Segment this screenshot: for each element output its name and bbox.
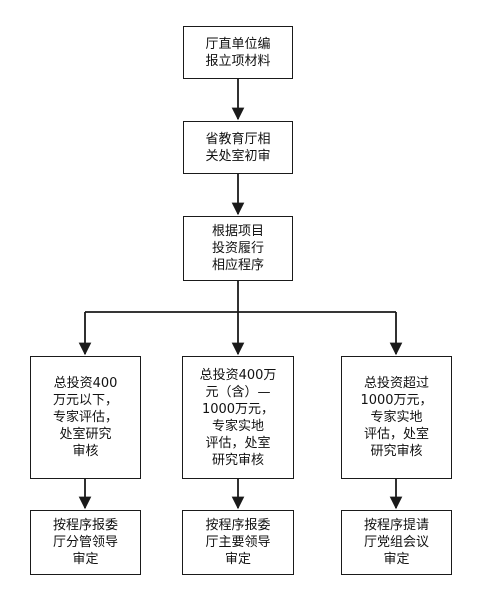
node-result-right: 按程序提请 厅党组会议 审定 bbox=[341, 510, 452, 575]
node-branch-right-line: 总投资超过 bbox=[363, 376, 429, 391]
node-branch-left-line: 审核 bbox=[72, 444, 99, 459]
node-result-mid-line: 厅主要领导 bbox=[205, 535, 271, 550]
node-result-mid: 按程序报委 厅主要领导 审定 bbox=[182, 510, 294, 575]
node-branch-left-line: 万元以下， bbox=[52, 393, 118, 408]
node-branch-right-line: 研究审核 bbox=[370, 444, 423, 459]
node-branch-right-line: 1000万元， bbox=[360, 393, 433, 408]
node-branch-left: 总投资400 万元以下， 专家评估， 处室研究 审核 bbox=[30, 356, 141, 479]
node-result-left-line: 按程序报委 bbox=[52, 518, 118, 533]
node-step2-line: 关处室初审 bbox=[205, 148, 271, 164]
node-branch-mid-line: 总投资400万 bbox=[199, 367, 277, 383]
node-result-right-line: 按程序提请 bbox=[363, 518, 429, 533]
node-branch-right-line: 评估，处室 bbox=[363, 427, 429, 442]
node-step1-line: 报立项材料 bbox=[205, 53, 271, 69]
node-step3-line: 根据项目 bbox=[211, 224, 264, 239]
node-step1-submit-materials: 厅直单位编 报立项材料 bbox=[183, 26, 293, 79]
node-branch-mid-line: 专家实地 bbox=[211, 418, 264, 434]
node-step1-line: 厅直单位编 bbox=[205, 36, 271, 52]
node-result-left-line: 厅分管领导 bbox=[52, 535, 118, 550]
node-branch-right-line: 专家实地 bbox=[370, 410, 423, 425]
node-step3-line: 投资履行 bbox=[211, 241, 264, 256]
node-branch-mid-line: 元（含）— bbox=[205, 384, 271, 400]
node-branch-mid-line: 1000万元， bbox=[201, 401, 275, 417]
node-result-mid-line: 按程序报委 bbox=[205, 518, 271, 533]
node-result-left-line: 审定 bbox=[72, 552, 99, 567]
node-step2-line: 省教育厅相 bbox=[205, 131, 271, 147]
node-branch-left-line: 处室研究 bbox=[59, 427, 112, 442]
node-step3-line: 相应程序 bbox=[211, 258, 264, 273]
node-branch-right: 总投资超过 1000万元， 专家实地 评估，处室 研究审核 bbox=[341, 356, 452, 479]
node-branch-left-line: 总投资400 bbox=[53, 376, 118, 391]
node-result-mid-line: 审定 bbox=[224, 552, 251, 567]
node-step3-procedure: 根据项目 投资履行 相应程序 bbox=[183, 216, 293, 281]
node-branch-left-line: 专家评估， bbox=[52, 410, 118, 425]
node-result-left: 按程序报委 厅分管领导 审定 bbox=[30, 510, 141, 575]
node-result-right-line: 厅党组会议 bbox=[363, 535, 429, 550]
node-branch-mid: 总投资400万 元（含）— 1000万元， 专家实地 评估，处室 研究审核 bbox=[182, 356, 294, 479]
node-step2-initial-review: 省教育厅相 关处室初审 bbox=[183, 121, 293, 174]
node-branch-mid-line: 评估，处室 bbox=[205, 435, 271, 451]
node-branch-mid-line: 研究审核 bbox=[211, 452, 264, 468]
node-result-right-line: 审定 bbox=[383, 552, 410, 567]
